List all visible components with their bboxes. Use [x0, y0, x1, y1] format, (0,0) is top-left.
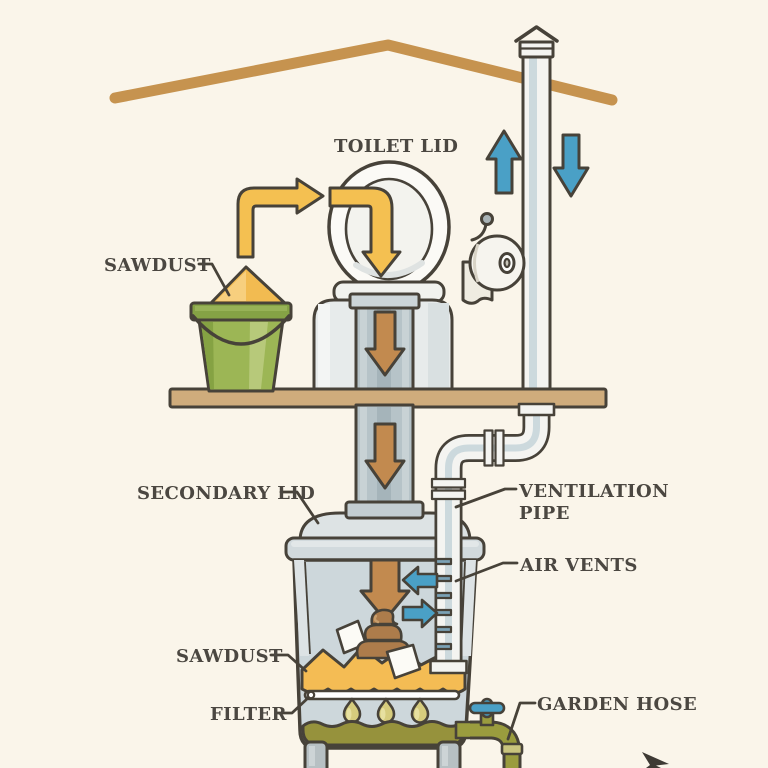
leader-filter	[274, 696, 310, 715]
paper-scrap	[385, 643, 422, 680]
leader-secondary-lid	[279, 490, 320, 525]
air-down-arrow-icon	[552, 133, 590, 198]
paper-roll	[468, 234, 526, 292]
label-ventilation-line1: VENTILATION	[518, 481, 669, 502]
waste-chute-lower	[354, 403, 415, 512]
garden-hose-faucet	[454, 697, 524, 768]
leader-sawdust-bottom	[269, 653, 308, 673]
liquid-drips	[342, 697, 430, 724]
label-toilet-lid: TOILET LID	[334, 136, 458, 157]
pipe-top-chevron-icon	[514, 25, 559, 43]
chute-collar	[344, 500, 425, 520]
waste-flow-arrow-1-icon	[364, 310, 406, 377]
ventilation-pipe-lower	[429, 402, 556, 675]
label-air-vents: AIR VENTS	[519, 555, 638, 576]
roll-holder-mount	[480, 212, 494, 226]
vent-air-left-arrow-icon	[401, 565, 439, 596]
container-leg-left	[303, 740, 329, 768]
label-secondary-lid: SECONDARY LID	[137, 483, 315, 504]
leader-ventilation-pipe	[454, 487, 518, 509]
liquid-compost	[301, 720, 466, 747]
pipe-coupling	[483, 429, 494, 467]
pipe-coupling	[430, 477, 467, 489]
bucket-rim	[189, 301, 293, 322]
filter-plate	[303, 689, 461, 701]
toilet-pedestal	[312, 280, 454, 393]
bucket-handle	[191, 314, 291, 346]
label-sawdust-bottom: SAWDUST	[176, 646, 283, 667]
sawdust-bucket	[189, 265, 293, 393]
mouse-cursor-icon	[642, 752, 669, 768]
container-leg-right	[436, 740, 462, 768]
pipe-end-collar	[429, 659, 468, 675]
label-garden-hose: GARDEN HOSE	[537, 694, 697, 715]
air-up-arrow-icon	[485, 129, 523, 195]
label-ventilation-line2: PIPE	[519, 503, 570, 524]
hose-connector	[500, 742, 524, 756]
label-filter: FILTER	[210, 704, 288, 725]
vent-air-right-arrow-icon	[401, 598, 439, 629]
waste-flow-arrow-2-icon	[364, 422, 406, 490]
leader-sawdust-top	[197, 262, 231, 297]
leader-garden-hose	[506, 701, 537, 741]
ventilation-pipe-upper	[514, 25, 559, 414]
toilet-paper-roll	[461, 212, 526, 305]
label-sawdust-top: SAWDUST	[104, 255, 211, 276]
waste-flow-arrow-3-icon	[359, 558, 411, 622]
sawdust-pour-arrow-icon	[328, 186, 402, 278]
pipe-floor-collar	[517, 402, 556, 417]
leader-air-vents	[454, 561, 519, 583]
roll-holder-arm	[470, 222, 488, 242]
sawdust-scoop-arrow-icon	[236, 177, 325, 259]
